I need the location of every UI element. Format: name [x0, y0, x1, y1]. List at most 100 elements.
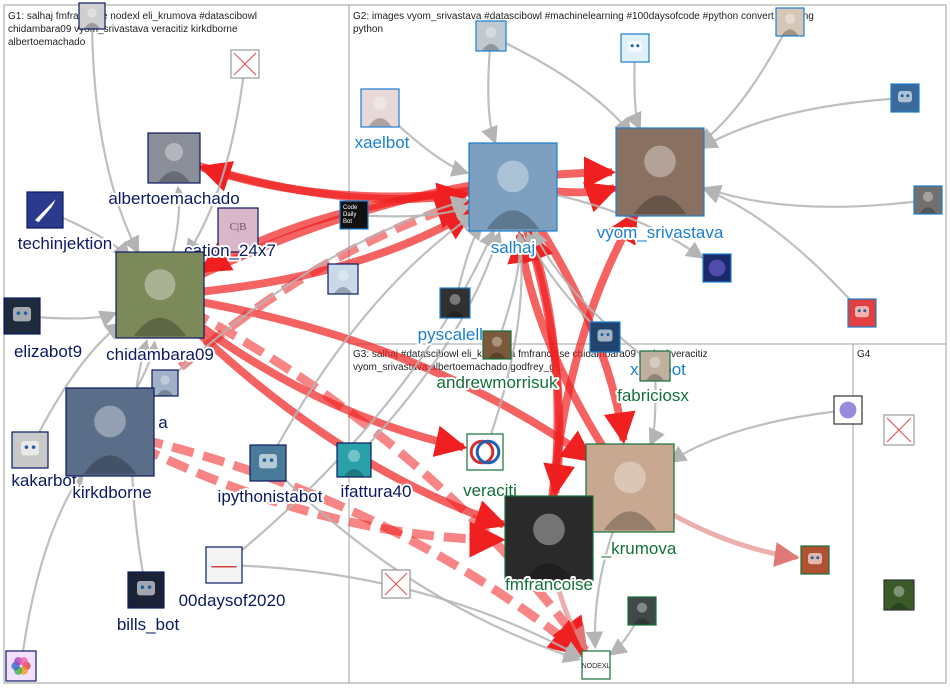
person-photo-icon-glyph [919, 191, 937, 214]
person-photo-icon-glyph [488, 336, 506, 359]
node-g4_logo[interactable] [833, 395, 863, 425]
node-cation_24x7[interactable]: C|B [217, 207, 259, 253]
node-g2_top3[interactable] [775, 7, 805, 37]
group-label-g2: G2: images vyom_srivastava #datascibowl … [353, 11, 814, 35]
node-elizabot9[interactable] [3, 297, 41, 335]
edge-kirkdborne-to-fmfrancoise [107, 428, 506, 558]
node-g2_red_robot[interactable] [847, 298, 877, 328]
node-pyscalelle[interactable] [439, 287, 471, 319]
robot-avatar-icon-glyph [597, 329, 613, 342]
group-label-line: python [353, 24, 383, 35]
node-ifattura40[interactable] [336, 442, 372, 478]
person-photo-icon [639, 350, 671, 382]
edge-g2_top3-to-vyom_srivastava [697, 21, 791, 146]
node-chidambara09[interactable] [115, 251, 205, 339]
node-label-fmfrancoise: fmfrancoise [505, 575, 593, 594]
person-photo-icon [627, 596, 657, 626]
code-daily-bot-icon [339, 200, 369, 230]
node-nodexl[interactable]: NODEXL [581, 650, 611, 680]
edge-g2_top1-to-vyom_srivastava [490, 35, 633, 136]
node-fmfrancoise[interactable] [504, 495, 594, 585]
edge-ipythonistabot-to-nodexl [267, 462, 581, 663]
node-g4_person[interactable] [883, 579, 915, 611]
group-label-line: G4 [857, 349, 871, 360]
node-a[interactable] [151, 369, 179, 397]
person-photo-icon-glyph [633, 602, 651, 625]
node-label-pyscalelle: pyscalelle [418, 325, 493, 344]
node-salhaj[interactable] [468, 142, 558, 232]
node-g2_bot_right[interactable] [890, 83, 920, 113]
face-avatar-icon [360, 88, 400, 128]
node-vyom_srivastava[interactable] [615, 127, 705, 217]
person-photo-icon-glyph [158, 143, 190, 182]
person-photo-icon-glyph [633, 145, 687, 215]
edge-kakarbot-to-chidambara09 [29, 322, 124, 451]
node-eli_krumova[interactable] [585, 443, 675, 533]
edge-g1_top_small-to-chidambara09 [90, 15, 140, 255]
node-label-cation_24x7: cation_24x7 [184, 241, 276, 260]
node-g4_blank[interactable] [883, 414, 915, 446]
face-avatar-icon-glyph [334, 270, 352, 294]
node-g1_flower[interactable] [5, 650, 37, 682]
rocket-icon-glyph [34, 199, 56, 223]
person-photo-icon [65, 387, 155, 477]
robot-avatar-icon [127, 571, 165, 609]
node-g2_top2[interactable] [620, 33, 650, 63]
person-photo-icon-glyph [603, 461, 657, 531]
person-photo-icon [504, 495, 594, 585]
node-fabriciosx[interactable] [639, 350, 671, 382]
node-g2_top1[interactable] [475, 20, 507, 52]
node-ipythonistabot[interactable] [249, 444, 287, 482]
edge-ipythonistabot-to-salhaj [267, 213, 476, 464]
person-photo-icon [151, 369, 179, 397]
flower-logo-icon [5, 650, 37, 682]
chart-avatar-icon [205, 546, 243, 584]
svg-text:C|B: C|B [230, 221, 247, 233]
node-xpert_bot[interactable] [589, 321, 621, 353]
edge-g2_top1-to-salhaj [481, 35, 498, 145]
person-photo-icon [913, 185, 943, 215]
node-label-salhaj: salhaj [491, 238, 535, 257]
node-g3_right_robot[interactable] [800, 545, 830, 575]
node-g1_top_small[interactable] [78, 2, 106, 30]
node-g2_blue_circle[interactable] [702, 253, 732, 283]
node-kirkdborne[interactable] [65, 387, 155, 477]
node-bills_bot[interactable] [127, 571, 165, 609]
node-label-vyom_srivastava: vyom_srivastava [597, 223, 724, 242]
node-label-kakarbot: kakarbot [11, 471, 76, 490]
person-photo-icon-glyph [781, 13, 799, 36]
node-xaelbot[interactable] [360, 88, 400, 128]
node-techinjektion[interactable] [26, 191, 64, 229]
robot-avatar-icon-glyph [898, 91, 912, 103]
robot-avatar-icon-glyph [628, 41, 642, 53]
node-g3_bottom_small[interactable] [627, 596, 657, 626]
node-andrewmorrisuk[interactable] [482, 330, 512, 360]
node-100daysof2020[interactable] [205, 546, 243, 584]
elephant-photo-icon [115, 251, 205, 339]
node-label-albertoemachado: albertoemachado [108, 189, 239, 208]
group-label-line: chidambara09 vyom_srivastava veracitiz k… [8, 24, 238, 35]
node-albertoemachado[interactable] [147, 132, 201, 184]
person-photo-icon-glyph [446, 294, 464, 318]
flower-logo-icon-glyph [11, 657, 31, 675]
face-avatar-icon-glyph [343, 449, 365, 477]
edge-fmfrancoise-to-vyom_srivastava [545, 209, 640, 541]
person-photo-icon [147, 132, 201, 184]
person-photo-icon-glyph [890, 586, 908, 610]
node-g1_mid_small[interactable] [327, 263, 359, 295]
edge-chidambara09-to-eli_krumova [159, 291, 595, 464]
face-avatar-icon [336, 442, 372, 478]
edge-ifattura40-to-salhaj [353, 230, 504, 461]
edge-g2_bot_right-to-vyom_srivastava [699, 96, 906, 149]
node-label-ipythonistabot: ipythonistabot [218, 487, 323, 506]
node-kakarbot[interactable] [11, 431, 49, 469]
node-veracitiz[interactable] [466, 433, 504, 471]
node-g1_blank_top[interactable] [230, 49, 260, 79]
node-g3_blank[interactable] [381, 569, 411, 599]
group-label-line: G2: images vyom_srivastava #datascibowl … [353, 11, 814, 22]
robot-avatar-icon-glyph [259, 454, 277, 469]
person-photo-icon-glyph [522, 513, 576, 583]
node-g2_assassin[interactable] [913, 185, 943, 215]
